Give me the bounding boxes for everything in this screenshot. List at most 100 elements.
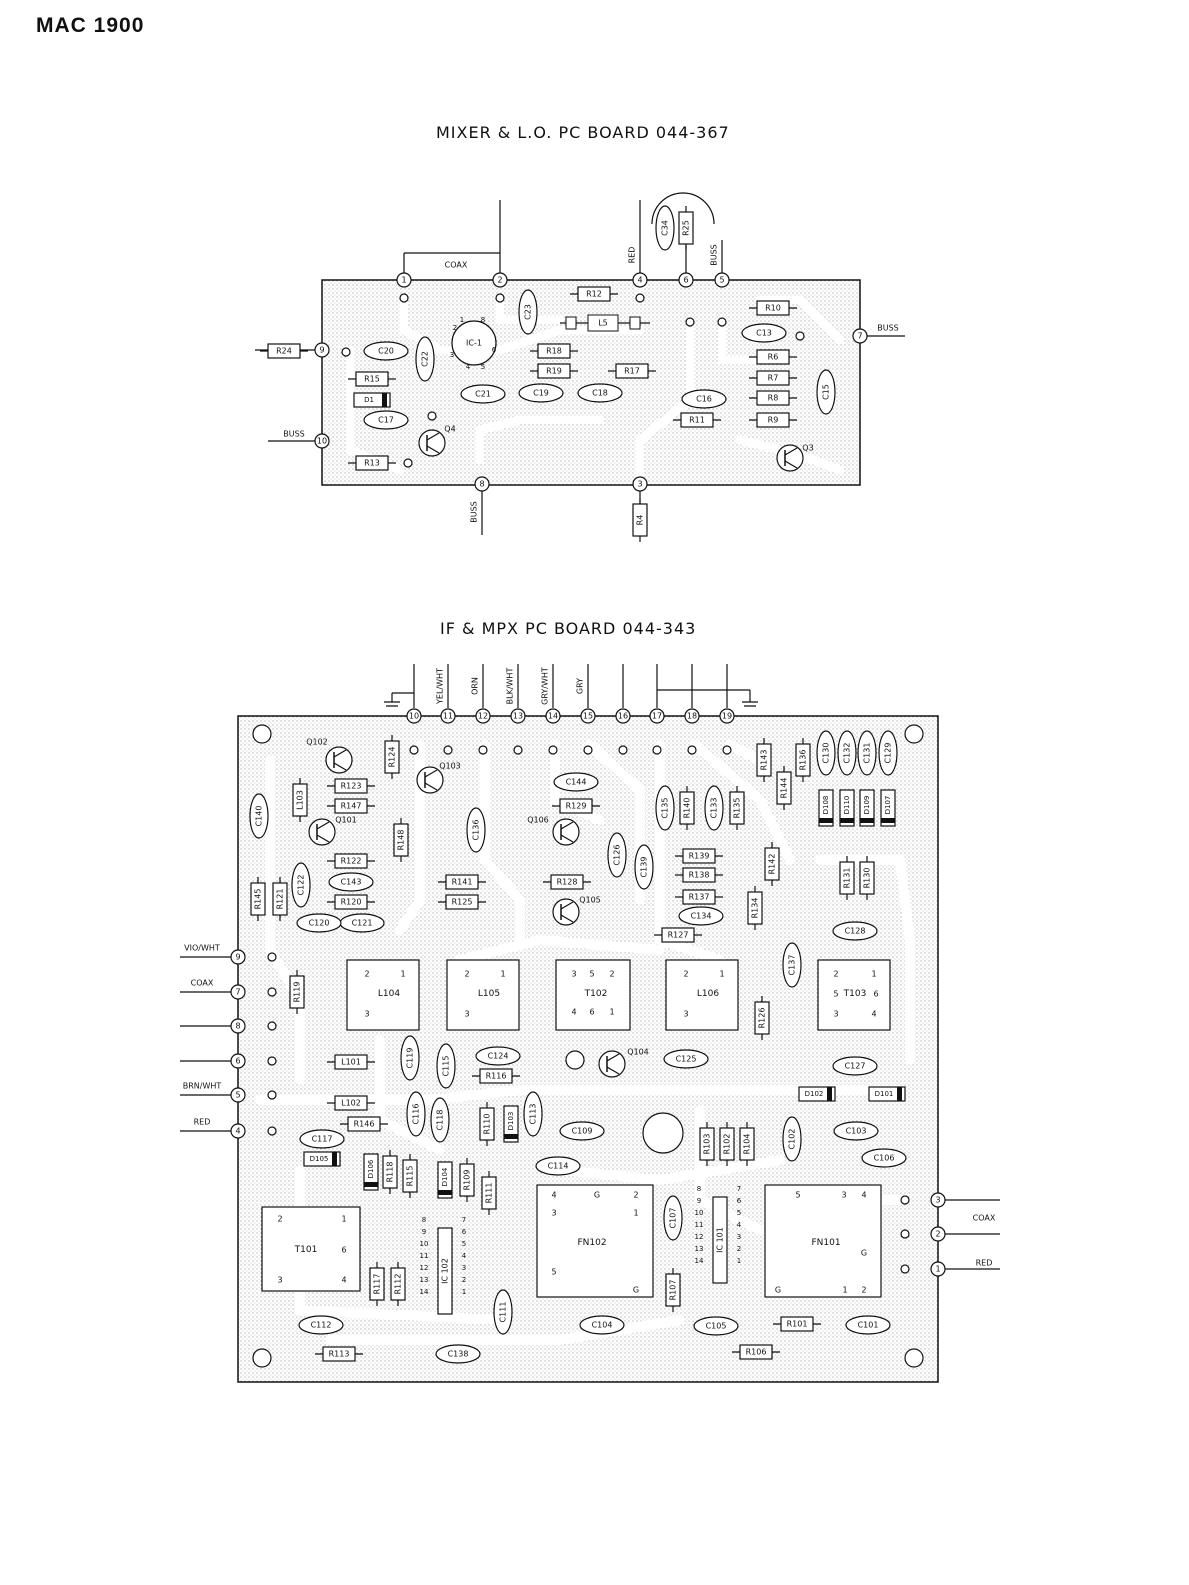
resistor-label: R103 <box>703 1134 712 1155</box>
ic-pin: 10 <box>695 1209 704 1217</box>
mounting-hole <box>904 724 924 744</box>
terminal-label-5: BRN/WHT <box>183 1082 222 1091</box>
resistor-label: R17 <box>624 367 640 376</box>
capacitor-label: C131 <box>863 743 872 764</box>
resistor-r141: R141 <box>438 874 486 890</box>
pin-label: 5 <box>795 1191 800 1200</box>
resistor-label: R104 <box>743 1134 752 1155</box>
terminal-number: 9 <box>235 953 240 962</box>
solder-pad <box>900 1229 910 1239</box>
resistor-r130: R130 <box>859 856 875 900</box>
solder-pad <box>635 293 645 303</box>
ic-pin: 4 <box>737 1221 742 1229</box>
diode-d108: D108 <box>818 789 834 827</box>
solder-pad <box>495 293 505 303</box>
capacitor-label: C140 <box>255 806 264 827</box>
diode-d104: D104 <box>437 1161 453 1199</box>
terminal-number: 11 <box>443 712 453 721</box>
terminal-number: 8 <box>479 480 484 489</box>
ic-pin: 8 <box>422 1216 426 1224</box>
terminal-number: 14 <box>548 712 558 721</box>
diode-label: D108 <box>822 796 830 815</box>
capacitor-c144: C144 <box>553 772 599 792</box>
terminal-number: 10 <box>317 437 327 446</box>
terminal-number: 7 <box>857 332 862 341</box>
terminal-label-12: ORN <box>471 677 480 695</box>
resistor-label: R15 <box>364 375 380 384</box>
inductor-l5: L5 <box>560 314 650 332</box>
resistor-label: R18 <box>546 347 562 356</box>
mounting-hole <box>565 1050 585 1070</box>
resistor-r113: R113 <box>315 1346 363 1362</box>
terminal-19: 19 <box>719 708 735 724</box>
resistor-r135: R135 <box>729 786 745 830</box>
pin-label: 3 <box>364 1010 369 1019</box>
terminal-2: 2 <box>930 1226 946 1242</box>
capacitor-label: C114 <box>548 1162 569 1171</box>
component-label: L104 <box>378 989 400 999</box>
pin-label: 4 <box>571 1008 576 1017</box>
inductor-label: L5 <box>598 319 608 328</box>
terminal-number: 2 <box>935 1230 940 1239</box>
ic-pin: 2 <box>462 1276 466 1284</box>
resistor-r145: R145 <box>250 877 266 921</box>
capacitor-c129: C129 <box>878 730 898 776</box>
terminal-number: 8 <box>235 1022 240 1031</box>
diode-d101: D101 <box>868 1086 906 1102</box>
ic-pin: 13 <box>420 1276 429 1284</box>
capacitor-label: C121 <box>352 919 373 928</box>
transistor-q103: Q103 <box>416 762 461 794</box>
solder-pad <box>513 745 523 755</box>
capacitor-label: C124 <box>488 1052 509 1061</box>
capacitor-c23: C23 <box>518 289 538 335</box>
resistor-label: R6 <box>768 353 779 362</box>
resistor-label: R119 <box>293 982 302 1003</box>
terminal-number: 10 <box>409 712 419 721</box>
terminal-number: 6 <box>235 1057 240 1066</box>
capacitor-label: C130 <box>822 743 831 764</box>
terminal-8: 8 <box>230 1018 246 1034</box>
solder-pad <box>900 1264 910 1274</box>
ic-pin: 12 <box>695 1233 704 1241</box>
pin-label: 2 <box>633 1191 638 1200</box>
ic-pin: 2 <box>453 324 457 332</box>
resistor-r111: R111 <box>481 1171 497 1215</box>
capacitor-label: C16 <box>696 395 712 404</box>
diode-d107: D107 <box>880 789 896 827</box>
resistor-label: R135 <box>733 798 742 819</box>
capacitor-c34: C34 <box>655 205 675 251</box>
ic-pin: 6 <box>492 346 497 354</box>
transistor-label: Q105 <box>579 896 601 905</box>
pin-label: 3 <box>464 1010 469 1019</box>
capacitor-label: C126 <box>613 845 622 866</box>
diode-label: D104 <box>441 1167 449 1186</box>
pin-label: 1 <box>871 970 876 979</box>
resistor-r147: R147 <box>327 798 375 814</box>
resistor-r4: R4 <box>632 498 648 542</box>
resistor-r126: R126 <box>754 996 770 1040</box>
capacitor-c126: C126 <box>607 832 627 878</box>
diode-label: D109 <box>863 796 871 815</box>
capacitor-c105: C105 <box>693 1316 739 1336</box>
terminal-4: 4 <box>230 1123 246 1139</box>
capacitor-c101: C101 <box>845 1315 891 1335</box>
capacitor-c15: C15 <box>816 369 836 415</box>
pin-label: 2 <box>683 970 688 979</box>
resistor-label: R107 <box>669 1280 678 1301</box>
resistor-label: R109 <box>463 1170 472 1191</box>
resistor-label: R9 <box>768 416 779 425</box>
capacitor-label: C102 <box>788 1129 797 1150</box>
pin-label: 1 <box>719 970 724 979</box>
terminal-number: 4 <box>637 276 642 285</box>
ic-label: IC-1 <box>466 339 482 348</box>
terminal-number: 2 <box>497 276 502 285</box>
capacitor-c128: C128 <box>832 921 878 941</box>
resistor-label: R113 <box>329 1350 350 1359</box>
resistor-r11: R11 <box>673 412 721 428</box>
ic-pin: 8 <box>481 316 485 324</box>
ic-label: IC 101 <box>716 1227 725 1253</box>
